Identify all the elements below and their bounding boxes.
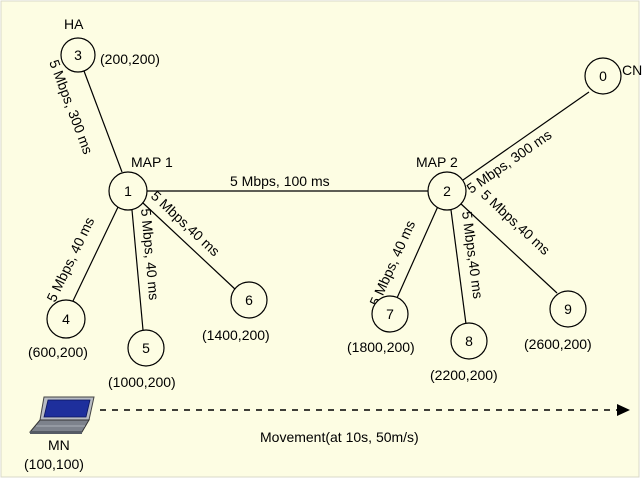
node-id: 2 [443,183,451,199]
movement-label: Movement(at 10s, 50m/s) [260,429,419,445]
node-id: 6 [245,292,253,308]
link-2-0 [462,91,590,181]
node-id: 7 [386,306,394,322]
node-6: 6 [230,281,268,319]
links [71,70,590,331]
node-0-role: CN [622,62,642,78]
node-1: 1 [108,171,148,211]
node-2: 2 [427,171,467,211]
link-2-7 [396,203,440,299]
link-label-1-2: 5 Mbps, 100 ms [230,173,330,189]
mobile-node-coord: (100,100) [24,456,84,472]
node-id: 0 [599,68,607,84]
mobile-node: MN (100,100) [24,396,95,472]
link-2-8 [450,209,467,325]
node-1-role: MAP 1 [131,154,173,170]
node-3-role: HA [64,16,84,32]
link-1-5 [131,209,144,331]
node-id: 5 [142,340,150,356]
node-9-coord: (2600,200) [524,336,592,352]
node-5: 5 [127,329,165,367]
node-2-role: MAP 2 [416,154,458,170]
link-1-4 [71,204,120,304]
node-0: 0 [584,57,622,95]
node-labels: HA (200,200) MAP 1 MAP 2 CN (600,200) (1… [28,16,642,390]
node-8-coord: (2200,200) [430,367,498,383]
node-id: 9 [564,301,572,317]
node-6-coord: (1400,200) [202,327,270,343]
link-3-1 [83,70,123,173]
node-7-coord: (1800,200) [347,339,415,355]
arrow-head-icon [617,404,630,416]
node-5-coord: (1000,200) [108,374,176,390]
link-2-9 [459,202,558,294]
node-7: 7 [371,295,409,333]
node-id: 3 [74,47,82,63]
nodes: 3 1 2 0 4 5 6 7 [46,37,622,367]
node-id: 4 [62,311,70,327]
node-id: 8 [465,333,473,349]
node-8: 8 [450,322,488,360]
movement-arrow: Movement(at 10s, 50m/s) [100,404,630,445]
mobile-node-label: MN [48,437,70,453]
node-4-coord: (600,200) [28,344,88,360]
node-4: 4 [46,299,86,339]
link-1-6 [142,202,237,291]
node-id: 1 [124,183,132,199]
node-3-coord: (200,200) [100,51,160,67]
node-3: 3 [60,37,96,73]
laptop-icon [28,396,95,434]
node-9: 9 [549,290,587,328]
